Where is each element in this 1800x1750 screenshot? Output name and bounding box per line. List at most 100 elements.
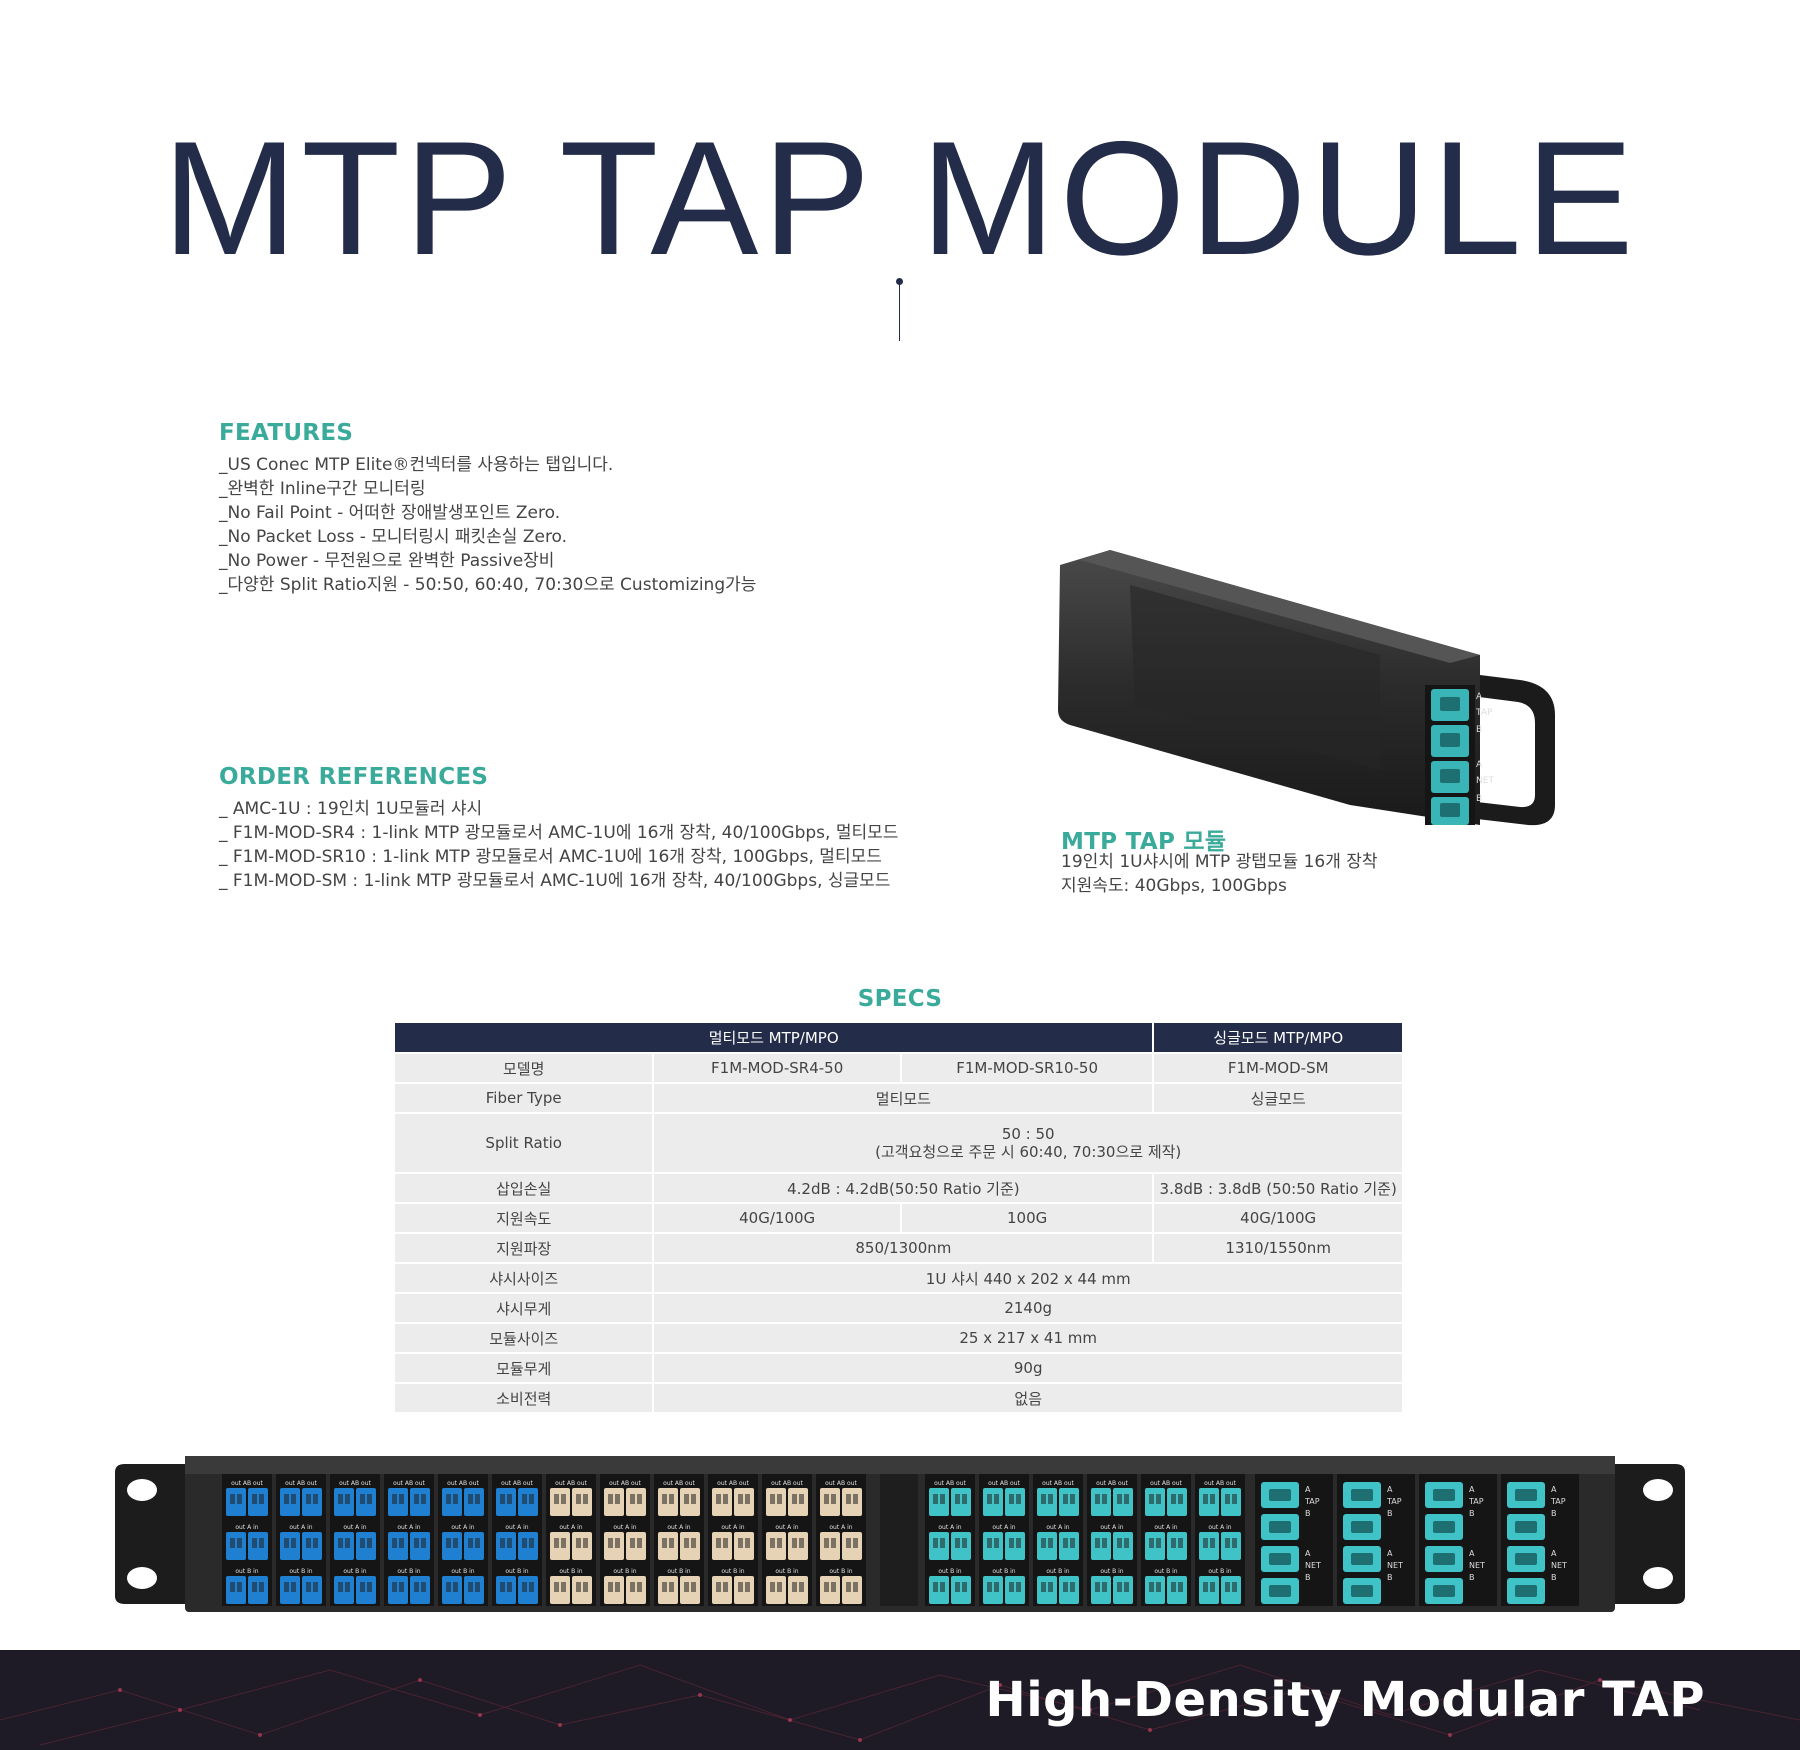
mtp-port-label: B [1469, 1509, 1475, 1518]
lc-port [226, 1488, 246, 1516]
lc-port [550, 1532, 570, 1560]
lc-port [572, 1576, 592, 1604]
feature-item: _No Fail Point - 어떠한 장애발생포인트 Zero. [219, 503, 561, 523]
lc-port [248, 1488, 268, 1516]
lc-port [410, 1576, 430, 1604]
lc-port [680, 1576, 700, 1604]
cell: 없음 [652, 1382, 1404, 1414]
lc-port [1113, 1532, 1133, 1560]
split-ratio-value: 50 : 50 [1001, 1125, 1055, 1143]
lc-port [518, 1488, 538, 1516]
port-label: out B in [721, 1568, 744, 1575]
banner-title: High-Density Modular TAP [985, 1672, 1705, 1728]
mtp-port-label: A [1551, 1485, 1557, 1494]
table-row: 모듈사이즈 25 x 217 x 41 mm [392, 1322, 1404, 1354]
lc-port [248, 1532, 268, 1560]
lc-port [1167, 1576, 1187, 1604]
lc-port [1037, 1488, 1057, 1516]
port-label: out AB out [339, 1480, 371, 1487]
lc-port [442, 1488, 462, 1516]
feature-item: _US Conec MTP Elite®컨넥터를 사용하는 탭입니다. [219, 455, 614, 475]
port-label: out B in [667, 1568, 690, 1575]
port-label: out AB out [988, 1480, 1020, 1487]
table-row: 샤시무게 2140g [392, 1292, 1404, 1324]
lc-port [550, 1576, 570, 1604]
lc-port [1199, 1576, 1219, 1604]
split-ratio-note: (고객요청으로 주문 시 60:40, 70:30으로 제작) [875, 1143, 1182, 1161]
cell: 1310/1550nm [1152, 1232, 1404, 1264]
lc-port [658, 1532, 678, 1560]
lc-port [734, 1488, 754, 1516]
lc-port [388, 1576, 408, 1604]
lc-port [842, 1576, 862, 1604]
lc-port [550, 1488, 570, 1516]
row-label: 모듈무게 [392, 1352, 655, 1384]
lc-port [788, 1576, 808, 1604]
lc-port [280, 1488, 300, 1516]
port-label: out AB out [285, 1480, 317, 1487]
module-label-b2: B [1476, 794, 1482, 804]
lc-port [1091, 1488, 1111, 1516]
lc-port [518, 1532, 538, 1560]
port-label: out B in [829, 1568, 852, 1575]
mtp-tap-module-image: A TAP B A NET B [1050, 545, 1570, 835]
port-label: out AB out [393, 1480, 425, 1487]
lc-port [951, 1532, 971, 1560]
port-label: out A in [235, 1524, 258, 1531]
port-label: out B in [505, 1568, 528, 1575]
lc-port [1059, 1576, 1079, 1604]
port-label: out B in [775, 1568, 798, 1575]
lc-port [280, 1576, 300, 1604]
header-singlemode: 싱글모드 MTP/MPO [1152, 1021, 1404, 1054]
module-label-net: NET [1476, 776, 1494, 786]
mtp-port-label: B [1387, 1509, 1393, 1518]
lc-port [1145, 1532, 1165, 1560]
lc-port [680, 1532, 700, 1560]
lc-port [442, 1576, 462, 1604]
port-label: out AB out [447, 1480, 479, 1487]
lc-port [496, 1488, 516, 1516]
port-label: out B in [1100, 1568, 1123, 1575]
port-label: out AB out [555, 1480, 587, 1487]
mtp-port-label: A [1469, 1549, 1475, 1558]
port-label: out A in [992, 1524, 1015, 1531]
lc-port [1005, 1488, 1025, 1516]
lc-port [1221, 1488, 1241, 1516]
lc-port [626, 1576, 646, 1604]
table-header-row: 멀티모드 MTP/MPO 싱글모드 MTP/MPO [392, 1021, 1404, 1054]
lc-port [766, 1576, 786, 1604]
lc-port [951, 1576, 971, 1604]
lc-port [820, 1532, 840, 1560]
port-label: out AB out [1042, 1480, 1074, 1487]
mtp-port-label: A [1305, 1549, 1311, 1558]
mtp-port-label: A [1551, 1549, 1557, 1558]
port-label: out B in [343, 1568, 366, 1575]
mtp-port-label: NET [1469, 1561, 1485, 1570]
port-label: out AB out [1150, 1480, 1182, 1487]
lc-port [1199, 1488, 1219, 1516]
lc-port [766, 1488, 786, 1516]
lc-port [604, 1532, 624, 1560]
lc-port [1145, 1488, 1165, 1516]
row-label: 모델명 [392, 1052, 655, 1084]
table-row: 모델명 F1M-MOD-SR4-50 F1M-MOD-SR10-50 F1M-M… [392, 1052, 1404, 1084]
feature-item: _완벽한 Inline구간 모니터링 [219, 479, 426, 499]
lc-port [929, 1532, 949, 1560]
port-label: out AB out [501, 1480, 533, 1487]
mtp-port-label: A [1387, 1485, 1393, 1494]
row-label: 지원파장 [392, 1232, 655, 1264]
lc-port [929, 1488, 949, 1516]
port-label: out A in [559, 1524, 582, 1531]
table-row: 소비전력 없음 [392, 1382, 1404, 1414]
mtp-port-label: TAP [1304, 1497, 1320, 1506]
table-row: 지원속도 40G/100G 100G 40G/100G [392, 1202, 1404, 1234]
cell: 싱글모드 [1152, 1082, 1404, 1114]
port-label: out B in [559, 1568, 582, 1575]
lc-port [626, 1532, 646, 1560]
module-label-b: B [1476, 725, 1482, 735]
specs-table: 멀티모드 MTP/MPO 싱글모드 MTP/MPO 모델명 F1M-MOD-SR… [392, 1021, 1404, 1414]
